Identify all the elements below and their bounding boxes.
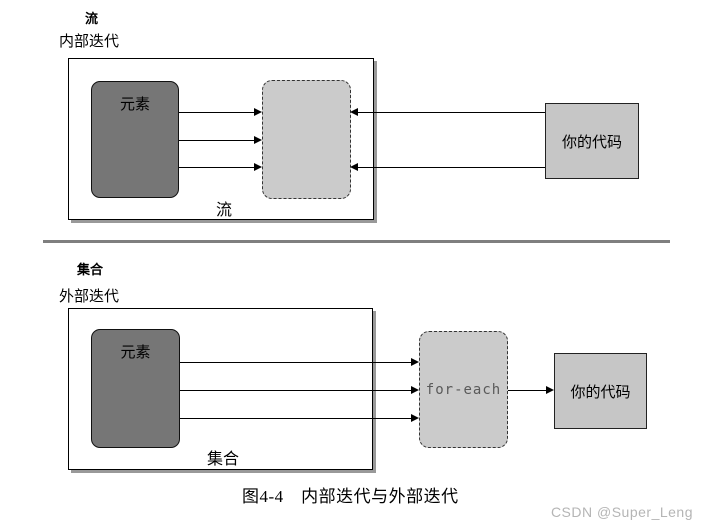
external-iteration-label: 外部迭代 <box>59 289 120 305</box>
arrowhead-right-icon <box>546 386 554 394</box>
arrow-code-to-stream-1 <box>350 108 545 117</box>
arrow-elements-to-foreach-1 <box>180 358 419 367</box>
collection-type-label: 集合 <box>77 263 104 278</box>
stream-type-label: 流 <box>85 12 99 27</box>
stream-your-code-box: 你的代码 <box>545 103 639 179</box>
arrowhead-left-icon <box>350 108 358 116</box>
arrow-elements-to-stream-3 <box>179 163 262 172</box>
collection-elements-label: 元素 <box>120 345 151 361</box>
collection-your-code-label: 你的代码 <box>570 384 631 401</box>
collection-your-code-box: 你的代码 <box>554 353 647 429</box>
arrowhead-left-icon <box>350 163 358 171</box>
arrow-code-to-stream-2 <box>350 163 545 172</box>
section-divider <box>43 240 670 243</box>
arrowhead-right-icon <box>254 136 262 144</box>
collection-elements-box: 元素 <box>91 329 180 448</box>
arrowhead-right-icon <box>411 386 419 394</box>
collection-inner-label: 集合 <box>206 451 239 468</box>
arrowhead-right-icon <box>254 108 262 116</box>
arrow-elements-to-stream-1 <box>179 108 262 117</box>
arrow-elements-to-foreach-2 <box>180 386 419 395</box>
foreach-label: for-each <box>425 381 502 398</box>
internal-iteration-label: 内部迭代 <box>59 34 120 50</box>
stream-elements-box: 元素 <box>91 81 179 198</box>
stream-inner-label: 流 <box>215 202 232 219</box>
arrowhead-right-icon <box>411 414 419 422</box>
arrow-elements-to-foreach-3 <box>180 414 419 423</box>
stream-elements-label: 元素 <box>119 97 150 113</box>
arrow-elements-to-stream-2 <box>179 136 262 145</box>
watermark: CSDN @Super_Leng <box>550 504 693 520</box>
stream-your-code-label: 你的代码 <box>561 134 622 151</box>
arrowhead-right-icon <box>254 163 262 171</box>
arrowhead-right-icon <box>411 358 419 366</box>
arrow-foreach-to-code <box>508 386 554 395</box>
foreach-box: for-each <box>419 331 508 448</box>
stream-pipeline-box <box>262 80 351 199</box>
figure-caption: 图4-4 内部迭代与外部迭代 <box>242 487 459 506</box>
